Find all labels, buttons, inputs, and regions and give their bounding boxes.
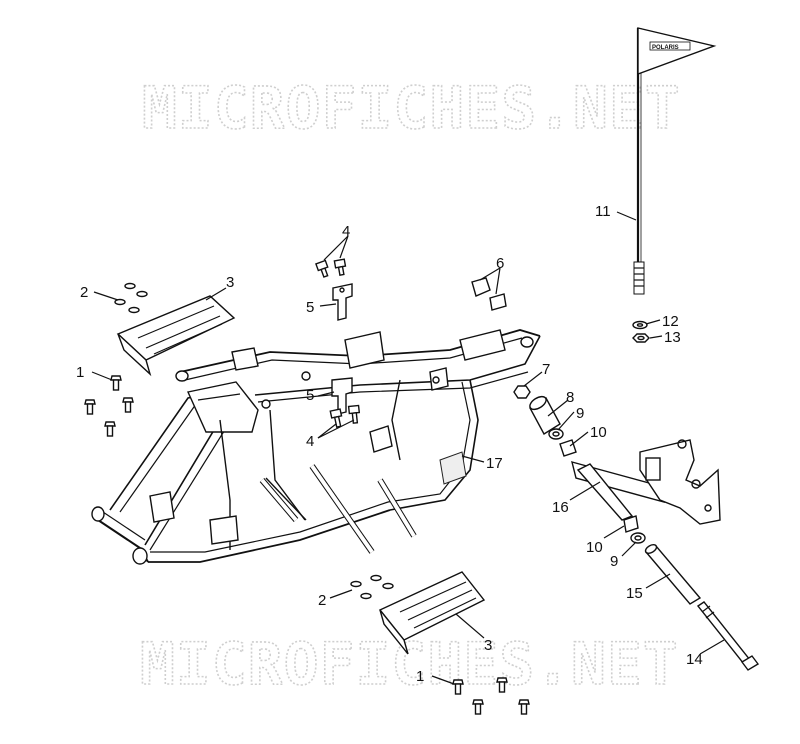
callout-1-upper: 1	[76, 364, 84, 381]
callout-2-upper: 2	[80, 284, 88, 301]
steering-bushing-8	[529, 395, 561, 435]
bolts-4-upper	[315, 258, 347, 278]
callout-14: 14	[686, 651, 703, 668]
steering-post-16	[571, 439, 721, 525]
callout-3-lower: 3	[484, 637, 492, 654]
leader-lines	[91, 211, 725, 685]
washer-9-lower	[630, 532, 646, 544]
bracket-5-upper	[332, 283, 353, 321]
watermark-top: MICROFICHES.NET	[142, 74, 681, 142]
clips-6	[471, 277, 507, 311]
flag-washer	[632, 320, 648, 330]
callout-10-upper: 10	[590, 424, 607, 441]
callout-4-lower: 4	[306, 433, 314, 450]
footrest-plate-upper	[116, 295, 236, 377]
callout-16: 16	[552, 499, 569, 516]
callout-3-upper: 3	[226, 274, 234, 291]
flag-logo-text: POLARIS	[652, 45, 679, 51]
callout-labels: 1 2 3 4 5 6 7 8 9 10 11 12 13 14 15 16 1…	[76, 203, 703, 685]
watermark-bottom: MICROFICHES.NET	[140, 630, 679, 698]
safety-flag: POLARIS	[633, 27, 717, 295]
callout-1-lower: 1	[416, 668, 424, 685]
callout-13: 13	[664, 329, 681, 346]
callout-12: 12	[662, 313, 679, 330]
footrest-plate-lower	[378, 571, 486, 655]
steering-bolt-14	[696, 601, 760, 671]
callout-9-lower: 9	[610, 553, 618, 570]
bolts-upper	[84, 375, 134, 437]
washers-lower	[350, 574, 394, 600]
callout-5-upper: 5	[306, 299, 314, 316]
callout-8: 8	[566, 389, 574, 406]
steering-tube-15	[644, 544, 702, 605]
bolts-4-lower	[329, 404, 361, 428]
callout-4-upper: 4	[342, 223, 350, 240]
bracket-5-lower	[331, 377, 353, 415]
callout-9-upper: 9	[576, 405, 584, 422]
callout-17: 17	[486, 455, 503, 472]
callout-5-lower: 5	[306, 387, 314, 404]
callout-7: 7	[542, 361, 550, 378]
bearing-10-lower	[623, 515, 639, 533]
bearing-10-upper	[559, 439, 577, 457]
washer-9-upper	[548, 428, 564, 440]
flag-nut	[632, 333, 650, 343]
atv-frame	[91, 329, 541, 565]
callout-15: 15	[626, 585, 643, 602]
bolts-lower	[452, 677, 530, 715]
callout-10-lower: 10	[586, 539, 603, 556]
washers-upper	[114, 282, 148, 314]
callout-11: 11	[595, 203, 611, 220]
callout-2-lower: 2	[318, 592, 326, 609]
steering-nut-7	[513, 385, 531, 399]
callout-6: 6	[496, 255, 504, 272]
